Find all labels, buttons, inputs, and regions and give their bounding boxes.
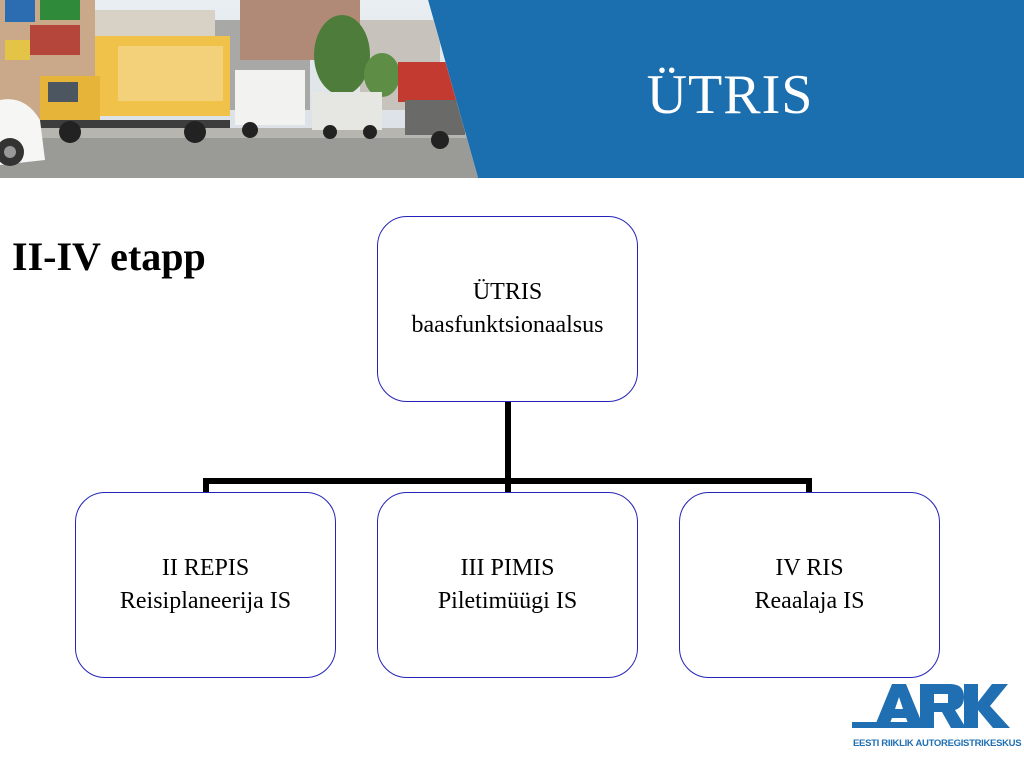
org-node-repis: II REPIS Reisiplaneerija IS — [75, 492, 336, 678]
street-photo — [0, 0, 478, 178]
slide-header: ÜTRIS — [0, 0, 1024, 178]
ark-logo — [852, 684, 1010, 728]
org-node-pimis-line1: III PIMIS — [460, 555, 555, 581]
org-node-pimis-line2: Piletimüügi IS — [437, 588, 578, 614]
org-node-root: ÜTRIS baasfunktsionaalsus — [377, 216, 638, 402]
slide-subtitle: II-IV etapp — [12, 234, 206, 279]
org-node-ris-line1: IV RIS — [775, 555, 844, 581]
ark-logo-caption: EESTI RIIKLIK AUTOREGISTRIKESKUS — [853, 738, 1022, 749]
org-node-root-line1: ÜTRIS — [472, 279, 543, 305]
header-blue-band — [428, 0, 1024, 178]
org-node-pimis: III PIMIS Piletimüügi IS — [377, 492, 638, 678]
org-node-repis-line2: Reisiplaneerija IS — [119, 588, 292, 614]
org-node-ris: IV RIS Reaalaja IS — [679, 492, 940, 678]
org-node-root-line2: baasfunktsionaalsus — [411, 312, 604, 338]
org-node-repis-line1: II REPIS — [161, 555, 250, 581]
slide-title: ÜTRIS — [646, 64, 814, 126]
org-node-ris-line2: Reaalaja IS — [754, 588, 865, 614]
